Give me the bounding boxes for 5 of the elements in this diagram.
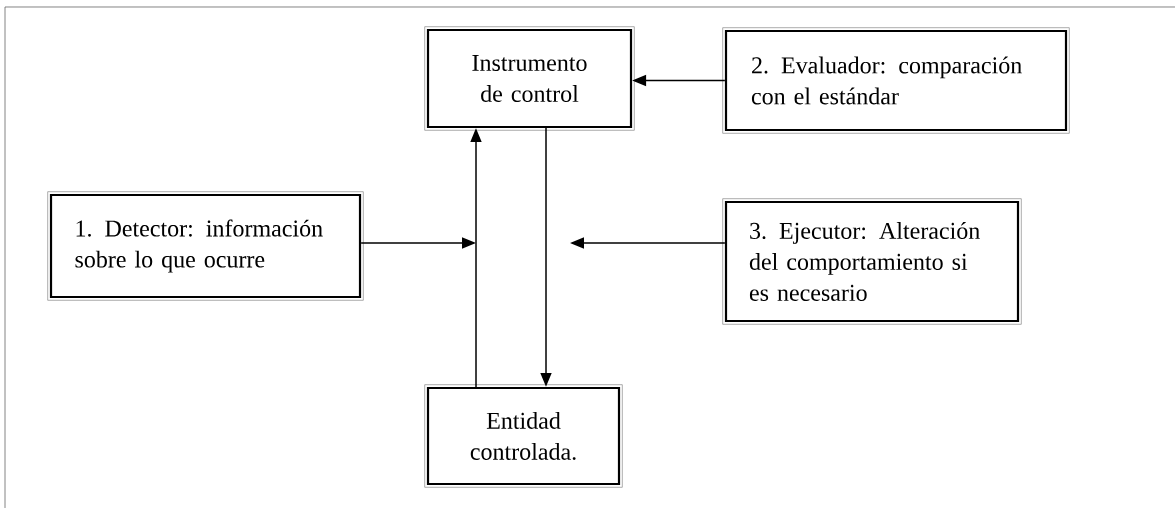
text-box: 3. Ejecutor: Alteración del comportamiento si es necesario [722,198,1022,325]
text-box: 2. Evaluador: comparación con el estándar [722,27,1070,134]
text-box: Entidad controlada. [424,384,623,488]
text-box: Instrumento de control [424,26,635,131]
text-box: 1. Detector: información sobre lo que ocurre [47,191,364,301]
